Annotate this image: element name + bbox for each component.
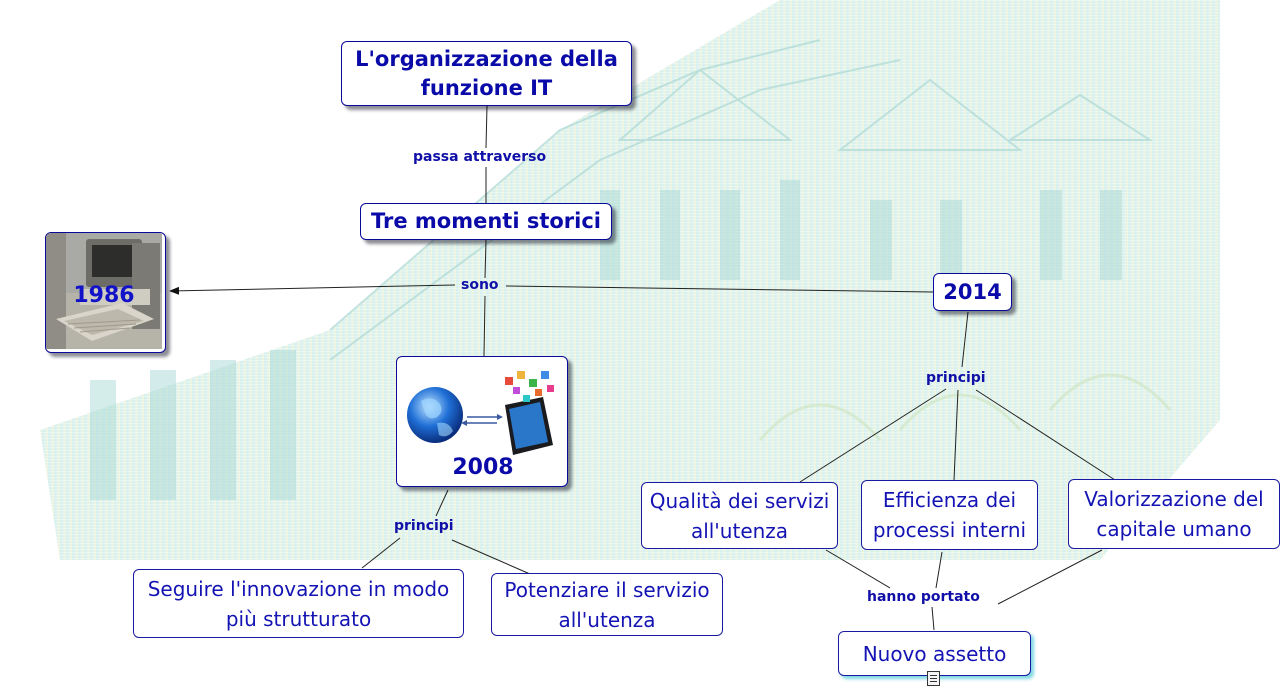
node-potenziare-line2: all'utenza bbox=[558, 607, 656, 632]
node-qualita-servizi[interactable]: Qualità dei servizi all'utenza bbox=[641, 482, 838, 549]
link-principi-potenziare bbox=[451, 539, 531, 575]
link-label-sono: sono bbox=[461, 277, 499, 293]
node-valorizzazione-line2: capitale umano bbox=[1096, 517, 1252, 541]
node-moments[interactable]: Tre momenti storici bbox=[360, 203, 612, 240]
node-2008[interactable]: 2008 bbox=[396, 356, 568, 487]
node-efficienza-line2: processi interni bbox=[872, 518, 1027, 542]
node-1986[interactable]: 1986 bbox=[45, 232, 166, 353]
node-qualita-line1: Qualità dei servizi bbox=[649, 488, 830, 513]
link-sono-2008 bbox=[483, 295, 486, 357]
link-qualita-hanno bbox=[825, 549, 891, 589]
link-label-principi-2008: principi bbox=[394, 518, 454, 534]
node-seguire-line1: Seguire l'innovazione in modo bbox=[147, 576, 450, 601]
link-label-hanno-portato: hanno portato bbox=[867, 589, 980, 605]
node-efficienza-processi[interactable]: Efficienza dei processi interni bbox=[861, 480, 1038, 550]
node-2014-text: 2014 bbox=[943, 279, 1002, 304]
node-root[interactable]: L'organizzazione della funzione IT bbox=[341, 41, 632, 106]
node-potenziare-line1: Potenziare il servizio bbox=[504, 577, 710, 602]
link-principi-valorizzazione bbox=[975, 389, 1116, 481]
link-label-passa: passa attraverso bbox=[413, 149, 547, 165]
link-principi-qualita bbox=[799, 388, 947, 483]
link-label-principi-2014: principi bbox=[926, 370, 986, 386]
node-efficienza-line1: Efficienza dei bbox=[882, 488, 1017, 512]
node-valorizzazione-line1: Valorizzazione del bbox=[1084, 487, 1264, 511]
link-2014-principi bbox=[961, 311, 969, 368]
link-hanno-outcome bbox=[931, 606, 935, 631]
document-icon[interactable] bbox=[927, 671, 940, 686]
link-sono-1986 bbox=[169, 284, 456, 295]
node-root-line2: funzione IT bbox=[420, 75, 553, 100]
link-root-passa bbox=[485, 105, 488, 149]
node-1986-label: 1986 bbox=[73, 283, 135, 308]
node-2008-label: 2008 bbox=[452, 455, 514, 480]
node-seguire-line2-text: più strutturato bbox=[225, 606, 372, 631]
node-moments-text: Tre momenti storici bbox=[370, 209, 602, 233]
node-qualita-line2: all'utenza bbox=[690, 518, 789, 543]
link-moments-sono bbox=[484, 239, 487, 279]
link-efficienza-hanno bbox=[935, 551, 943, 589]
link-principi-seguire bbox=[361, 537, 401, 569]
node-nuovo-assetto[interactable]: Nuovo assetto bbox=[838, 631, 1031, 676]
node-seguire-innovazione[interactable]: Seguire l'innovazione in modo più strutt… bbox=[133, 569, 464, 638]
link-sono-2014 bbox=[505, 285, 934, 293]
node-nuovo-assetto-text: Nuovo assetto bbox=[862, 641, 1007, 666]
node-2014[interactable]: 2014 bbox=[933, 273, 1012, 311]
link-2008-principi bbox=[435, 489, 449, 517]
computer-1986-image bbox=[46, 233, 162, 349]
link-valorizzazione-hanno bbox=[997, 549, 1103, 605]
link-principi-efficienza bbox=[953, 389, 959, 481]
node-potenziare-servizio[interactable]: Potenziare il servizio all'utenza bbox=[491, 573, 723, 636]
node-valorizzazione-capitale[interactable]: Valorizzazione del capitale umano bbox=[1068, 479, 1280, 549]
globe-smartphone-image bbox=[407, 371, 554, 455]
node-root-line1: L'organizzazione della bbox=[355, 46, 618, 71]
